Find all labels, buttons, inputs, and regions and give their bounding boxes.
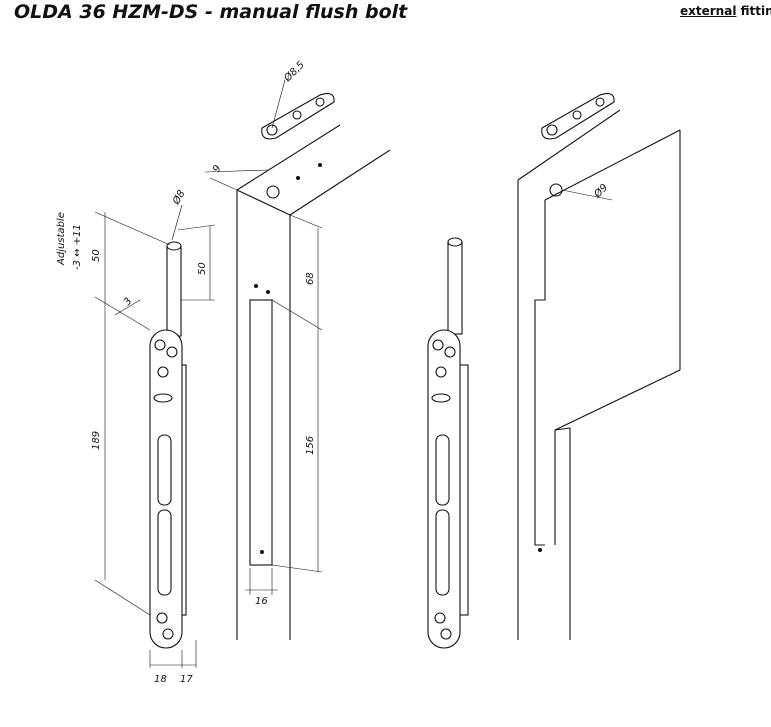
slot-length-dim: 156 [305,436,316,455]
rod-length-dim: 50 [197,262,208,275]
fitting-rest: fitting [740,4,771,18]
edge-distance-dim: 9 [211,163,224,174]
fitting-type-label: external fitting [680,4,771,18]
plate-length-dim: 189 [91,431,102,450]
door-frame-installed: Ø9 [517,93,681,640]
rod-tip [166,241,182,251]
bolt-rod [166,245,182,337]
adjust-range-label: -3 ↔ +11 [72,224,83,270]
offset-dim: 3 [122,296,135,308]
slot-width-dim: 16 [255,596,268,607]
depth-dim: 17 [180,674,193,685]
keeper-plate-middle [261,93,335,140]
door-edge-routing: Ø8,5 9 68 156 16 [204,59,391,640]
flush-bolt-installed [427,237,469,649]
adjustable-label: Adjustable [56,212,67,266]
bolt-rod-installed [447,241,463,335]
bolt-plate [149,329,183,649]
plate-width-dim: 18 [154,674,167,685]
flush-bolt-dimensioned: Adjustable -3 ↔ +11 50 50 Ø8 3 189 18 17 [56,188,216,685]
fitting-emphasis: external [680,4,737,18]
rod-diameter-dim: Ø8 [170,188,188,207]
slot-top-dim: 68 [305,272,316,285]
page-title: OLDA 36 HZM-DS - manual flush bolt [14,1,408,23]
keeper-plate-right [541,93,615,140]
rod-extension-dim: 50 [91,249,102,262]
frame-hole-dim: Ø9 [591,182,610,201]
